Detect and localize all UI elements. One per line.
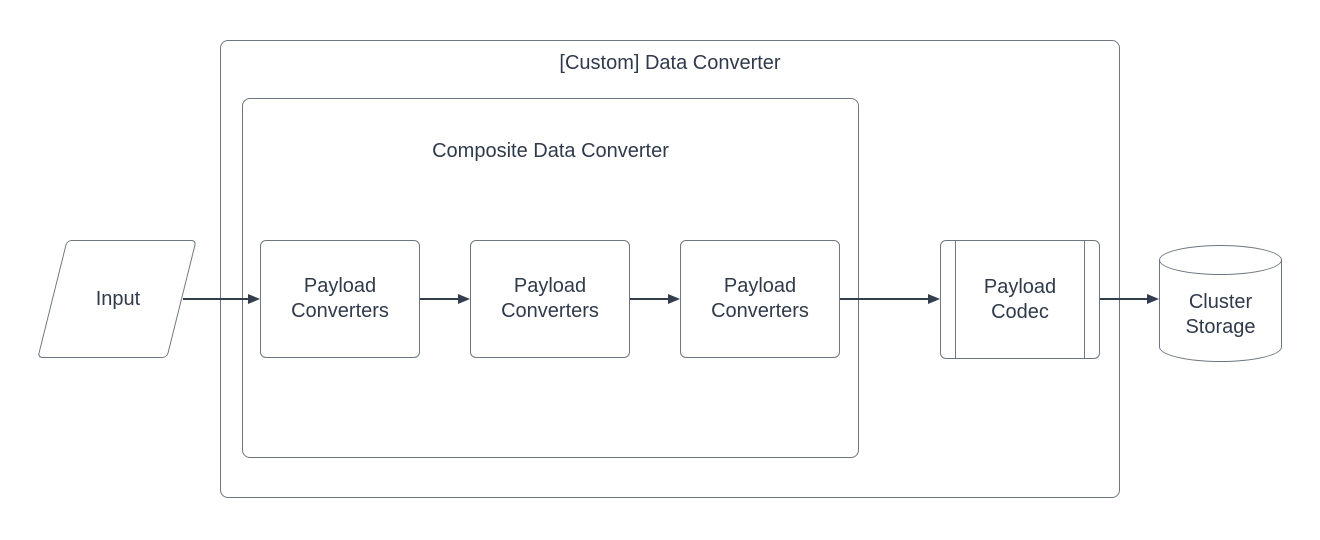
arrow-line: [840, 298, 930, 300]
cluster-storage-node: Cluster Storage: [1159, 245, 1282, 362]
input-node-label: Input: [95, 287, 141, 310]
payload-converters-label-2: Payload Converters: [501, 275, 599, 322]
composite-data-converter-title: Composite Data Converter: [432, 140, 669, 162]
cylinder-body: [1159, 260, 1282, 362]
codec-divider-line-right: [1084, 241, 1085, 358]
arrow-head-icon: [668, 294, 680, 304]
custom-data-converter-title: [Custom] Data Converter: [559, 52, 781, 74]
arrow-head-icon: [1147, 294, 1159, 304]
payload-converters-node-3: Payload Converters: [680, 240, 840, 358]
cluster-storage-label: Cluster Storage: [1185, 290, 1256, 338]
payload-codec-node: Payload Codec: [940, 240, 1100, 359]
arrow-line: [1100, 298, 1148, 300]
payload-converters-label-1: Payload Converters: [291, 275, 389, 322]
input-node: Input: [38, 240, 198, 358]
payload-converters-node-2: Payload Converters: [470, 240, 630, 358]
arrow-line: [420, 298, 460, 300]
arrow-head-icon: [928, 294, 940, 304]
codec-divider-line-left: [955, 241, 956, 358]
payload-converters-label-3: Payload Converters: [711, 275, 809, 322]
cylinder-top-ellipse: [1159, 245, 1282, 275]
arrow-line: [630, 298, 670, 300]
arrow-head-icon: [248, 294, 260, 304]
arrow-head-icon: [458, 294, 470, 304]
payload-codec-label: Payload Codec: [983, 275, 1057, 323]
payload-converters-node-1: Payload Converters: [260, 240, 420, 358]
arrow-line: [183, 298, 249, 300]
